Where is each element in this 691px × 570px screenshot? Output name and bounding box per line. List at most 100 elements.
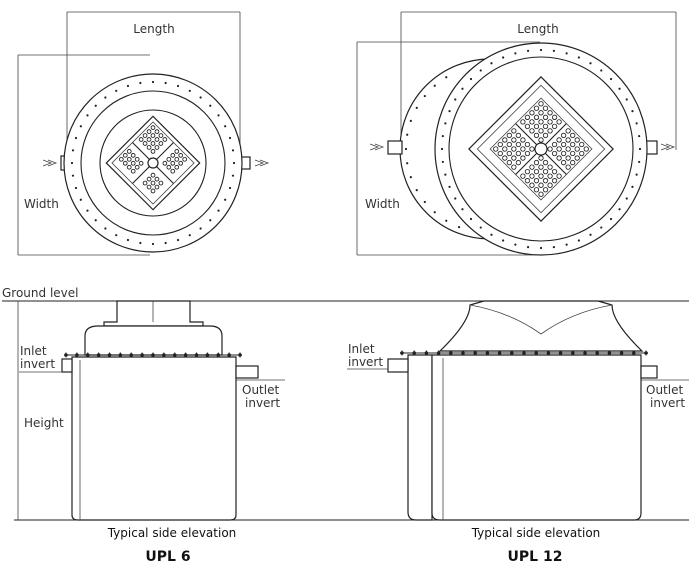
bolt-dot	[164, 81, 167, 85]
bolt-dot	[609, 217, 613, 221]
filter-hole	[570, 159, 576, 166]
bolt-dot	[71, 174, 75, 177]
bolt-dot	[424, 351, 429, 355]
bolt-dot	[70, 161, 74, 165]
filter-hole	[529, 173, 535, 179]
bolt-dot	[406, 133, 409, 136]
bolt-dot	[71, 149, 75, 152]
bolt-dot	[199, 96, 202, 99]
filter-hole	[166, 164, 172, 170]
filter-hole	[150, 133, 156, 138]
upl6-inlet-invert-label: invert	[20, 357, 55, 371]
filter-hole	[502, 155, 508, 161]
upl12-rear-body	[407, 354, 433, 521]
filter-hole	[574, 155, 580, 161]
filter-hole	[138, 160, 144, 166]
bolt-dot	[600, 69, 603, 72]
filter-hole	[547, 128, 553, 134]
filter-hole	[551, 141, 558, 148]
bolt-dot	[79, 125, 82, 128]
filter-hole	[565, 155, 571, 161]
filter-hole	[560, 159, 567, 166]
bolt-dot	[490, 233, 493, 236]
bolt-dot	[631, 185, 634, 188]
upl12-inlet-invert-label: invert	[348, 355, 383, 369]
upl6-inner-ring	[80, 90, 226, 236]
upl12-filter-grid	[468, 76, 614, 222]
filter-hole	[551, 168, 558, 175]
bolt-dot	[444, 173, 447, 176]
filter-hole	[520, 173, 526, 179]
filter-hole	[542, 123, 549, 130]
bolt-dot	[625, 98, 628, 101]
filter-hole	[529, 119, 535, 125]
bolt-dot	[115, 89, 118, 92]
upl6-height-label: Height	[24, 416, 64, 430]
filter-hole	[542, 132, 549, 139]
bolt-dot	[205, 353, 210, 357]
filter-hole	[150, 188, 156, 194]
bolt-dot	[454, 98, 457, 101]
filter-hole	[574, 146, 580, 152]
bolt-dot	[423, 200, 426, 204]
filter-hole	[146, 137, 152, 142]
upl12-inner-ring	[448, 56, 634, 242]
bolt-dot	[473, 351, 478, 355]
bolt-dot	[409, 119, 412, 123]
bolt-dot	[172, 353, 177, 357]
bolt-dot	[104, 96, 107, 99]
bolt-dot	[444, 122, 447, 125]
bolt-dot	[607, 351, 612, 355]
bolt-dot	[502, 56, 505, 59]
bolt-dot	[194, 353, 199, 357]
filter-hole	[542, 105, 549, 111]
upl12-tank-body	[431, 354, 642, 521]
bolt-dot	[583, 351, 587, 355]
bolt-dot	[638, 134, 641, 138]
bolt-dot	[552, 49, 556, 52]
bolt-dot	[539, 246, 543, 250]
bolt-dot	[140, 353, 144, 357]
upl6-side-inlet-pipe	[61, 358, 73, 373]
filter-hole	[174, 149, 180, 154]
filter-hole	[162, 160, 168, 166]
filter-hole	[511, 146, 517, 152]
bolt-dot	[571, 351, 575, 355]
upl12-width-label: Width	[365, 197, 400, 211]
filter-hole	[583, 146, 589, 152]
filter-hole	[533, 114, 540, 120]
filter-hole	[170, 153, 176, 158]
bolt-dot	[454, 197, 457, 200]
filter-hole	[178, 160, 184, 166]
bolt-dot	[151, 242, 155, 246]
filter-hole	[524, 178, 531, 184]
bolt-dot	[461, 351, 465, 355]
filter-hole	[551, 123, 558, 130]
upl6-side-elevation: Height Inlet invert Outlet invert Typica…	[17, 300, 285, 565]
upl6-model-title: UPL 6	[145, 549, 190, 565]
filter-hole	[122, 160, 128, 166]
bolt-dot	[589, 233, 592, 236]
bolt-dot	[565, 52, 568, 55]
bolt-dot	[227, 353, 231, 357]
filter-hole	[166, 156, 172, 162]
filter-hole	[170, 160, 176, 166]
upl12-inlet-label: Inlet	[348, 342, 375, 356]
filter-hole	[529, 146, 535, 152]
filter-hole	[538, 110, 544, 116]
bolt-dot	[126, 84, 130, 88]
bolt-dot	[635, 122, 638, 125]
filter-hole	[533, 178, 540, 184]
bolt-dot	[595, 351, 599, 355]
bolt-dot	[176, 84, 180, 88]
bolt-dot	[577, 239, 580, 242]
upl12-dome	[438, 300, 644, 352]
bolt-dot	[441, 134, 444, 138]
filter-hole	[511, 164, 517, 170]
bolt-dot	[445, 219, 448, 222]
bolt-dot	[618, 87, 621, 90]
filter-hole	[506, 132, 512, 139]
bolt-dot	[490, 62, 493, 65]
bolt-dot	[74, 136, 78, 140]
upl6-outlet-arrow-icon	[254, 159, 270, 167]
